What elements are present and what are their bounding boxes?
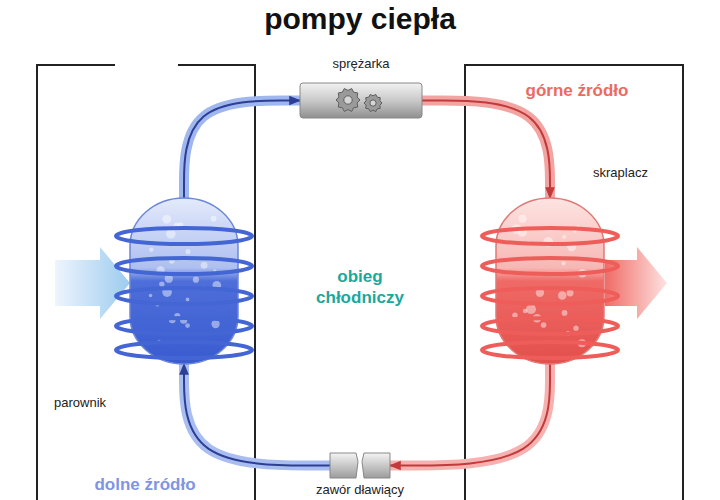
evaporator-vessel: [130, 198, 238, 364]
region-label: obieg chłodniczy: [295, 266, 425, 309]
condenser-vessel: [496, 198, 604, 364]
valve-half: [330, 453, 358, 478]
bubble: [558, 291, 566, 299]
bubble: [193, 277, 199, 283]
refrigerant-pipe: [390, 364, 550, 466]
bubble: [201, 262, 208, 269]
component-label: zawór dławiący: [290, 482, 430, 497]
region-label: dolne źródło: [45, 474, 245, 495]
bubble: [185, 323, 190, 328]
bubble: [185, 249, 190, 254]
refrigerant-pipe: [184, 101, 300, 199]
title: pompy ciepła: [0, 2, 720, 36]
bubble: [186, 298, 190, 302]
flow-line: [422, 101, 550, 199]
node-shape: [300, 83, 422, 118]
evaporator: parownik: [130, 198, 238, 364]
gear: [336, 89, 360, 112]
component-label: sprężarka: [300, 56, 422, 71]
upper-source-frame: [465, 65, 683, 500]
pipe-body: [390, 364, 550, 466]
coil-winding: [116, 318, 252, 334]
bubble: [149, 248, 154, 253]
bubble: [162, 215, 171, 224]
gear-hub: [370, 100, 376, 106]
coil-winding: [482, 288, 618, 304]
coil-winding: [116, 288, 252, 304]
heat-in-arrow: [55, 247, 130, 319]
coil-winding: [116, 228, 252, 244]
component-label: skraplacz: [593, 165, 683, 180]
bubble: [519, 215, 527, 223]
coil-winding: [116, 342, 252, 358]
region-label: górne źródło: [477, 80, 677, 101]
gear-hub: [344, 96, 352, 104]
pipe-body: [184, 364, 330, 466]
pipe-body: [184, 101, 300, 199]
node-shape: [330, 453, 390, 478]
node-shape: [496, 198, 604, 364]
bubble: [561, 261, 565, 265]
bubble: [541, 322, 547, 328]
compressor: sprężarka: [300, 83, 422, 118]
coil-winding: [482, 258, 618, 274]
coil-winding: [482, 228, 618, 244]
pipe-body: [422, 101, 550, 199]
refrigerant-pipe: [422, 101, 550, 199]
valve-half: [362, 453, 390, 478]
bubble: [562, 310, 568, 316]
bubble: [562, 235, 566, 239]
coil-winding: [482, 318, 618, 334]
bubble: [523, 309, 528, 314]
condenser: skraplacz: [496, 198, 604, 364]
bubble: [159, 281, 164, 286]
bubble: [211, 320, 219, 328]
valve: zawór dławiący: [330, 453, 390, 478]
flow-line: [184, 101, 300, 199]
gear: [364, 94, 382, 111]
bubble: [149, 294, 152, 297]
refrigerant-pipe: [184, 364, 330, 466]
flow-line: [184, 364, 330, 466]
component-label: parownik: [54, 395, 134, 410]
heat-out-arrow: [605, 247, 667, 319]
bubble: [567, 290, 574, 297]
bubble: [573, 326, 578, 331]
coil-winding: [116, 258, 252, 274]
compressor-body: [300, 83, 422, 118]
flow-line: [390, 364, 550, 466]
coil-winding: [482, 342, 618, 358]
node-shape: [130, 198, 238, 364]
bubble: [211, 216, 217, 222]
bubble: [166, 229, 176, 239]
